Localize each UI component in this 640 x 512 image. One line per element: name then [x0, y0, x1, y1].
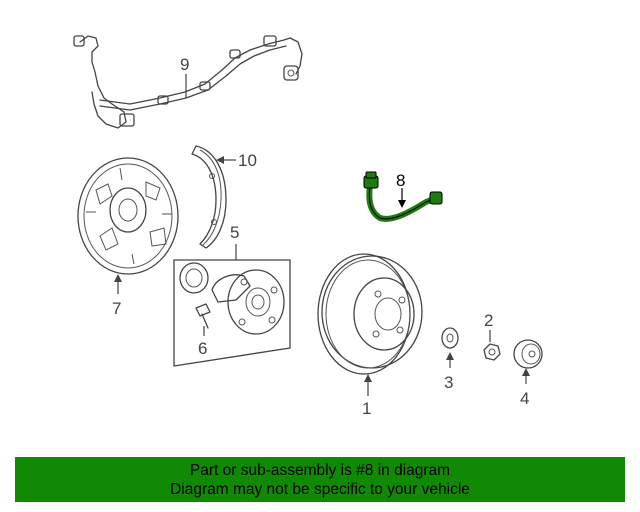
part-10-brake-shoe[interactable]: [191, 145, 236, 249]
part-3-washer[interactable]: [441, 327, 459, 368]
part-1-brake-drum[interactable]: [317, 253, 423, 396]
part-4-hub-cap[interactable]: [513, 339, 543, 384]
part-2-nut[interactable]: [483, 330, 501, 361]
callout-7: 7: [112, 299, 121, 318]
part-8-brake-hose[interactable]: [363, 171, 443, 222]
callout-8: 8: [396, 171, 405, 190]
parts-diagram: 9 10 7 5: [73, 35, 543, 418]
callout-10: 10: [238, 151, 257, 170]
callout-5: 5: [230, 223, 239, 242]
part-5-hub-assembly[interactable]: [173, 244, 291, 367]
banner-line-1: Part or sub-assembly is #8 in diagram: [189, 462, 451, 479]
callout-2: 2: [484, 311, 493, 330]
callout-9: 9: [180, 55, 189, 74]
part-9-abs-sensor-harness[interactable]: [73, 35, 303, 129]
part-7-backing-plate[interactable]: [77, 157, 179, 294]
callout-4: 4: [520, 389, 529, 408]
callout-6: 6: [198, 339, 207, 358]
banner-line-2: Diagram may not be specific to your vehi…: [170, 481, 470, 498]
callout-3: 3: [444, 373, 453, 392]
info-banner: Part or sub-assembly is #8 in diagram Di…: [15, 457, 625, 502]
callout-1: 1: [362, 399, 371, 418]
